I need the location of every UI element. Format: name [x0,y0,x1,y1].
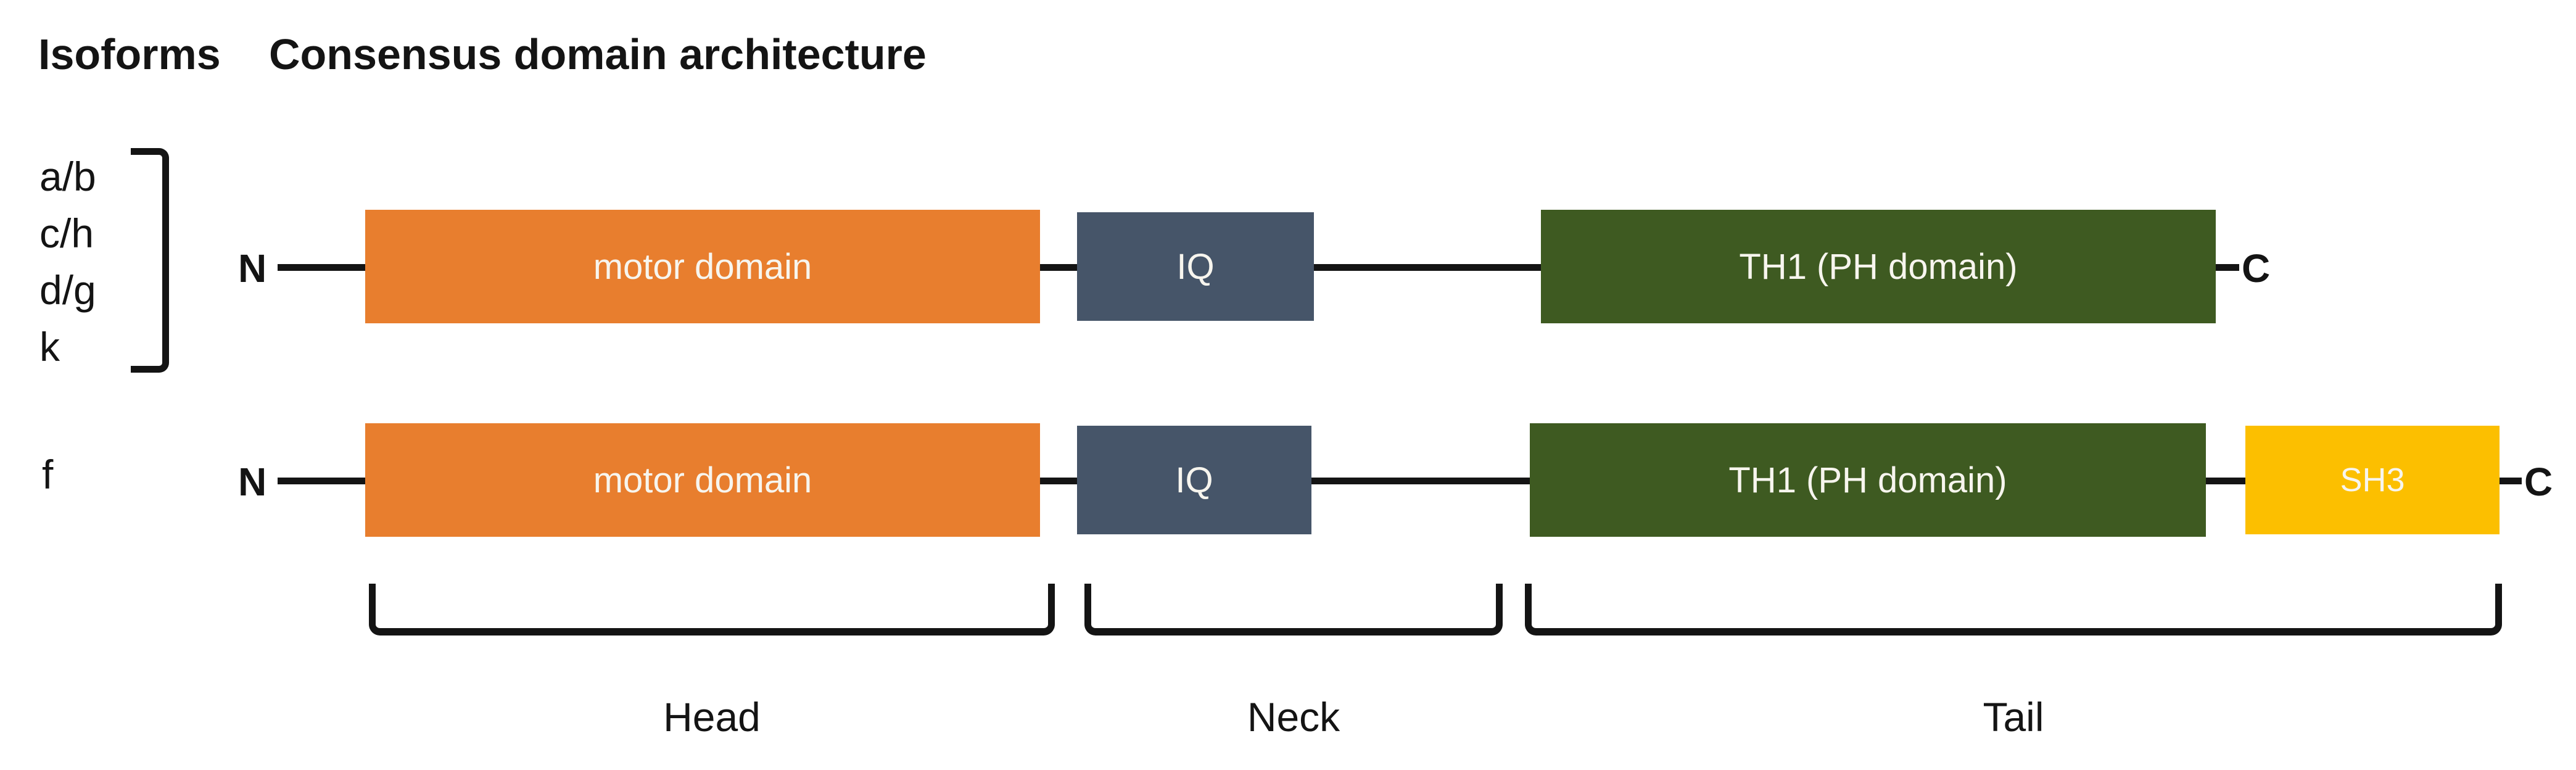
isoform-group-labels: a/b c/h d/g k [39,148,96,375]
row2-c-terminus-label: C [2524,460,2553,504]
row1-iq-domain-box: IQ [1077,212,1314,321]
isoform-label-k: k [39,324,60,370]
row2-n-connector-line [278,478,365,484]
row2-iq-th1-connector-line [1311,478,1530,484]
row1-th1-domain-box: TH1 (PH domain) [1541,210,2216,323]
row1-n-connector-line [278,264,365,271]
row1-th1-domain-label: TH1 (PH domain) [1739,246,2018,287]
neck-region-label: Neck [1247,694,1340,740]
row2-sh3-domain-box: SH3 [2245,426,2500,534]
row2-sh3-domain-label: SH3 [2340,462,2405,499]
row2-c-connector-line [2500,478,2522,484]
row1-iq-th1-connector-line [1314,264,1541,271]
isoform-label-dg: d/g [39,267,96,313]
row2-motor-domain-box: motor domain [365,423,1040,537]
row1-c-terminus-label: C [2242,246,2271,291]
row2-motor-iq-connector-line [1040,478,1077,484]
row1-c-connector-line [2216,264,2239,271]
head-region-brace [369,584,1055,635]
row2-motor-domain-label: motor domain [593,460,812,500]
isoform-group-bracket [131,148,169,373]
head-region-label: Head [663,694,761,740]
row1-motor-iq-connector-line [1040,264,1077,271]
isoform-label-ab: a/b [39,154,96,199]
row2-iq-domain-box: IQ [1077,426,1311,534]
row1-iq-domain-label: IQ [1176,246,1215,287]
architecture-heading: Consensus domain architecture [269,30,927,78]
neck-region-brace [1084,584,1503,635]
row2-th1-domain-label: TH1 (PH domain) [1728,460,2007,500]
row2-th1-sh3-connector-line [2206,478,2245,484]
tail-region-label: Tail [1983,694,2044,740]
row1-n-terminus-label: N [238,246,267,291]
isoforms-heading: Isoforms [38,30,221,78]
isoform-label-f: f [42,452,54,497]
row2-iq-domain-label: IQ [1175,460,1213,500]
row2-n-terminus-label: N [238,460,267,504]
row2-th1-domain-box: TH1 (PH domain) [1530,423,2206,537]
row1-motor-domain-box: motor domain [365,210,1040,323]
isoform-label-ch: c/h [39,210,94,256]
row1-motor-domain-label: motor domain [593,246,812,287]
tail-region-brace [1525,584,2502,635]
